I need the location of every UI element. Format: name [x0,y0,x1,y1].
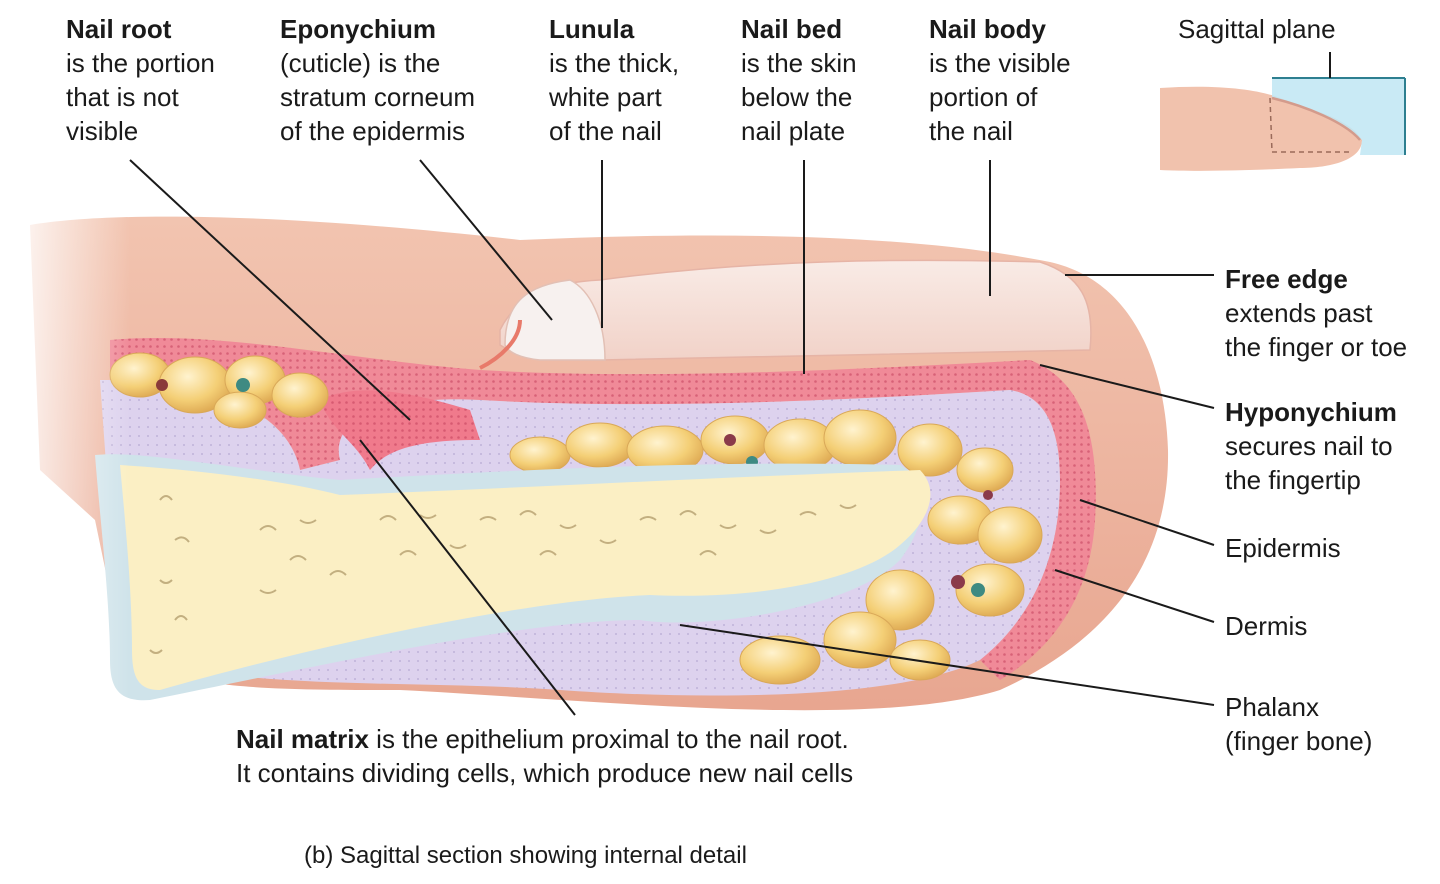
label-nail-root: Nail root is the portion that is not vis… [66,14,215,146]
leader-lines [129,159,1215,716]
label-hyponychium: Hyponychium secures nail to the fingerti… [1225,397,1397,495]
label-dermis: Dermis [1225,611,1308,641]
label-lunula: Lunula is the thick, white part of the n… [549,14,680,146]
trabecular-bone [149,495,857,654]
blood-vessels [156,378,993,597]
leader-dermis [1054,569,1215,623]
lunula [504,279,606,361]
label-title: Lunula [549,14,635,44]
sagittal-plane-label: Sagittal plane [1178,14,1336,44]
label-title: Eponychium [280,14,437,44]
leader-nail-root [129,159,411,421]
label-phalanx: Phalanx (finger bone) [1225,692,1373,756]
label-eponychium: Eponychium (cuticle) is the stratum corn… [280,14,476,146]
sagittal-plane-inset [1160,52,1406,171]
eponychium-fold [479,319,522,370]
label-nail-body: Nail body is the visible portion of the … [929,14,1071,146]
label-title: Nail root [66,14,172,44]
leader-hyponychium [1039,364,1215,409]
leader-epidermis [1079,499,1215,546]
label-nail-bed: Nail bed is the skin below the nail plat… [741,14,857,146]
figure-caption: (b) Sagittal section showing internal de… [304,842,747,869]
leader-eponychium [419,159,553,321]
label-title: Nail bed [741,14,843,44]
leader-phalanx [679,624,1215,706]
label-epidermis: Epidermis [1225,533,1341,563]
label-nail-matrix: Nail matrix is the epithelium proximal t… [236,724,854,788]
leader-nail-matrix [359,439,576,716]
label-free-edge: Free edge extends past the finger or toe [1225,264,1408,362]
label-title: Nail body [929,14,1047,44]
phalanx-bone [120,465,931,690]
